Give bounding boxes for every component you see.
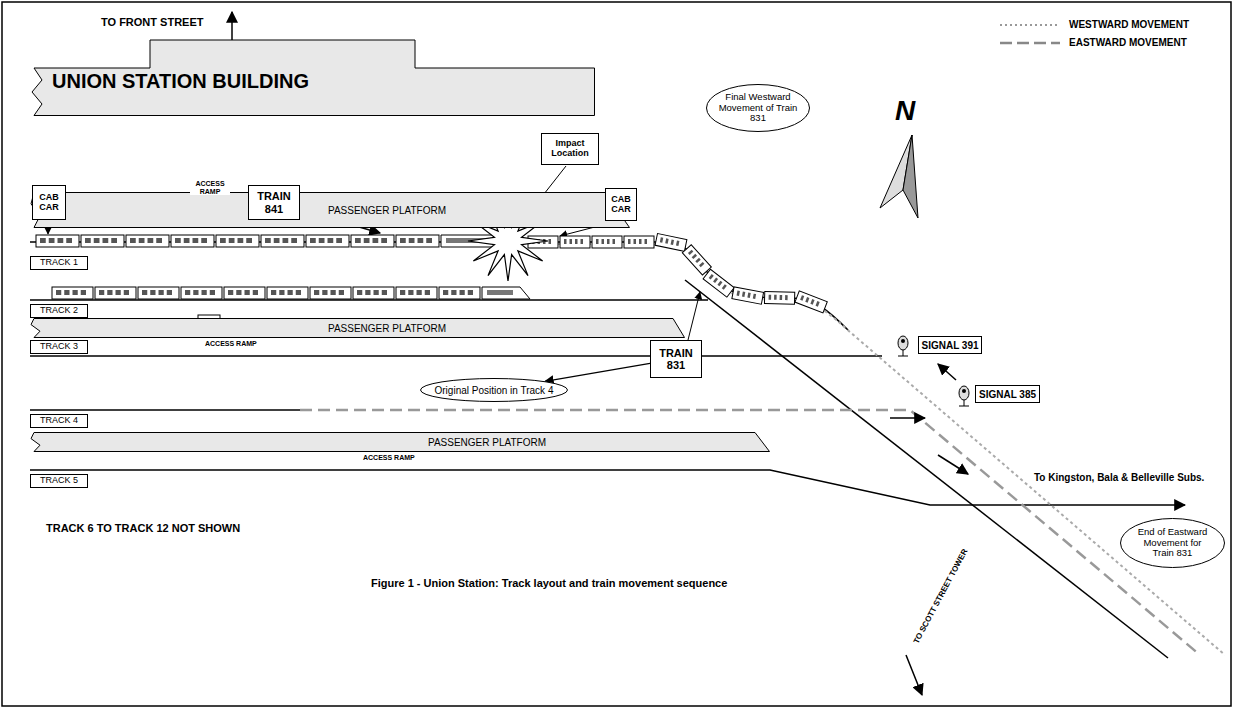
direction-arrow [938,364,956,380]
rail-car [655,234,687,252]
track-5 [30,470,1185,505]
rail-car [171,235,214,247]
rail-car [81,235,124,247]
callout-box: TRAIN 831 [650,340,702,378]
locomotive [482,287,530,299]
node-text: TRAIN 831 [653,347,699,371]
north-label: N [894,96,916,127]
rail-car [261,235,304,247]
note: TRACK 6 TO TRACK 12 NOT SHOWN [45,522,241,534]
node-text: TRACK 4 [40,416,78,426]
node-text: TRACK 1 [40,258,78,268]
track-label: TRACK 3 [30,340,88,354]
signal-label: SIGNAL 385 [975,385,1040,403]
track-1 [30,242,848,330]
track-label: TRACK 4 [30,414,88,428]
callout-ellipse: Original Position in Track 4 [420,378,568,402]
callout-ellipse: End of Eastward Movement for Train 831 [1120,518,1225,568]
node-text: TRACK 3 [40,342,78,352]
track-label: TRACK 2 [30,304,88,318]
rail-car [95,287,136,299]
legend-text: WESTWARD MOVEMENT [1068,19,1190,30]
leader-line [688,292,700,340]
legend-sample-eastward [1000,42,1060,45]
rail-car [592,236,622,248]
rail-car [306,235,349,247]
crossover-track [685,280,1168,658]
rail-car [351,235,394,247]
rail-car [396,235,439,247]
rail-car [224,287,265,299]
rail-car [310,287,351,299]
rail-car [267,287,308,299]
node-text: End of Eastward Movement for Train 831 [1132,527,1213,558]
rail-car [181,287,222,299]
ramp-label: ACCESS RAMP [204,340,258,348]
node-text: TRACK 5 [40,476,78,486]
callout-box: Impact Location [541,133,599,165]
node-text: PASSENGER PLATFORM [328,205,446,216]
node-text: SIGNAL 385 [979,389,1036,400]
passenger-platform: PASSENGER PLATFORM [30,432,826,452]
signal-391-symbol [898,336,908,356]
passenger-platform: PASSENGER PLATFORM [30,318,685,338]
node-text: TRAIN 841 [251,190,297,214]
track-3 [30,355,882,357]
node-text: PASSENGER PLATFORM [328,323,446,334]
node-text: CAB CAR [34,193,64,213]
node-text: SIGNAL 391 [921,340,978,351]
rail-car [396,287,437,299]
signal-label: SIGNAL 391 [918,336,982,354]
rail-car [36,235,79,247]
rail-car [795,291,827,313]
node-text: Final Westward Movement of Train 831 [718,92,798,123]
direction-arrow [890,417,925,419]
rail-car [624,236,654,248]
callout-box: CAB CAR [32,185,66,220]
passenger-platform-outline [30,432,770,452]
rail-car [560,236,590,248]
destination-label: To Kingston, Bala & Belleville Subs. [1033,472,1205,483]
rail-car [353,287,394,299]
track-4 [30,409,300,411]
rail-car [126,235,169,247]
track-label: TRACK 1 [30,256,88,270]
rail-car [52,287,93,299]
signal-385-symbol [959,386,969,406]
passenger-platform: PASSENGER PLATFORM [30,192,630,228]
rail-car [439,287,480,299]
connector-arrow [545,363,650,381]
direction-label: TO SCOTT STREET TOWER [912,547,970,646]
ramp-label: ACCESS RAMP [362,454,416,462]
rail-car [216,235,259,247]
node-text: TRACK 2 [40,306,78,316]
legend-sample-westward [1000,24,1060,26]
rail-car [703,269,734,297]
direction-label: TO FRONT STREET [100,16,204,28]
callout-box: CAB CAR [605,188,637,221]
ramp-label: ACCESS RAMP [190,180,230,195]
station-building: UNION STATION BUILDING [30,40,595,116]
rail-car [682,245,711,275]
node-text: Original Position in Track 4 [435,385,554,396]
callout-box: TRAIN 841 [248,185,300,220]
node-text: CAB CAR [607,195,635,215]
node-text: PASSENGER PLATFORM [428,437,546,448]
direction-arrow [906,655,922,695]
node-text: UNION STATION BUILDING [52,70,309,92]
direction-arrow [938,455,968,474]
node-text: Impact Location [544,139,596,159]
rail-car [764,292,794,305]
rail-car [138,287,179,299]
north-arrow [880,135,918,218]
callout-ellipse: Final Westward Movement of Train 831 [706,84,810,132]
rail-car [732,287,764,304]
legend-text: EASTWARD MOVEMENT [1068,37,1188,48]
figure-caption: Figure 1 - Union Station: Track layout a… [370,577,728,589]
track-label: TRACK 5 [30,474,88,488]
north-arrow-line [231,12,233,44]
